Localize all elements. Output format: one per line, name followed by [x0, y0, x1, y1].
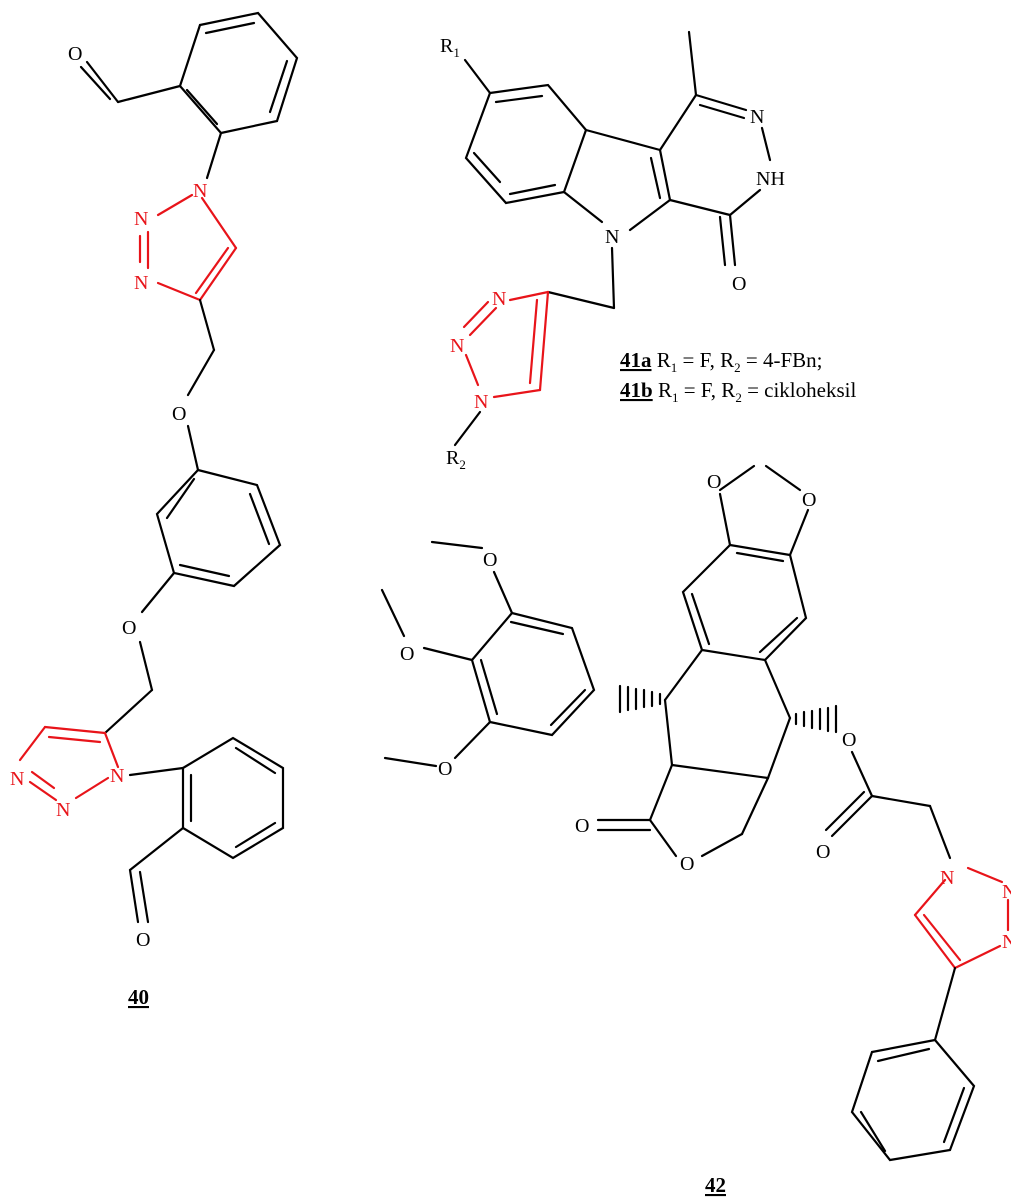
atom-label: O: [400, 643, 414, 665]
compound-41: R1 N N NH O: [440, 30, 856, 472]
atom-label: O: [68, 43, 82, 65]
triazole-ring-42: [913, 866, 1010, 970]
atom-label: N: [10, 768, 24, 790]
atom-label: O: [707, 471, 721, 493]
atom-label: O: [136, 929, 150, 951]
atom-label: O: [802, 489, 816, 511]
atom-label: N: [134, 208, 148, 230]
atom-label: N: [750, 106, 764, 128]
atom-label: O: [680, 853, 694, 875]
atom-label: N: [110, 765, 124, 787]
benzene-ring-middle: [155, 468, 282, 588]
atom-label: NH: [756, 168, 785, 190]
atom-label: O: [122, 617, 136, 639]
atom-label: N: [56, 799, 70, 821]
indole-benzene-ring: [464, 83, 588, 205]
trimethoxyphenyl-ring: [470, 611, 596, 737]
compound-label-40: 40: [128, 985, 149, 1009]
triazole-ring-41: [462, 290, 550, 399]
atom-label: N: [1002, 931, 1011, 953]
atom-label: O: [732, 273, 746, 295]
triazole-ring-2: [18, 725, 120, 802]
r1-label: R1: [440, 35, 460, 60]
benzene-ring-bottom: [181, 736, 285, 860]
atom-label: O: [172, 403, 186, 425]
benzene-ring-top: [178, 11, 299, 135]
r2-label: R2: [446, 447, 466, 472]
atom-label: O: [575, 815, 589, 837]
benzodioxole-ring: [681, 543, 808, 662]
atom-label: O: [438, 758, 452, 780]
legend-41a: 41a R1 = F, R2 = 4-FBn;: [620, 348, 822, 375]
atom-label: N: [134, 272, 148, 294]
atom-label: N: [492, 288, 506, 310]
atom-label: N: [474, 391, 488, 413]
compound-40: O N N N O O: [10, 11, 299, 1009]
hashed-wedge-right: [794, 704, 838, 734]
hashed-wedge-left: [618, 684, 662, 714]
legend-41b: 41b R1 = F, R2 = cikloheksil: [620, 378, 856, 405]
compound-42: O O O O: [380, 464, 1011, 1197]
atom-label: N: [193, 180, 207, 202]
atom-label: N: [940, 867, 954, 889]
phenyl-ring-42: [850, 1038, 976, 1162]
atom-label: N: [605, 226, 619, 248]
atom-label: N: [1002, 881, 1011, 903]
atom-label: O: [842, 729, 856, 751]
atom-label: N: [450, 335, 464, 357]
atom-label: O: [483, 549, 497, 571]
triazole-ring-1: [138, 193, 238, 302]
atom-label: O: [816, 841, 830, 863]
compound-label-42: 42: [705, 1173, 726, 1197]
